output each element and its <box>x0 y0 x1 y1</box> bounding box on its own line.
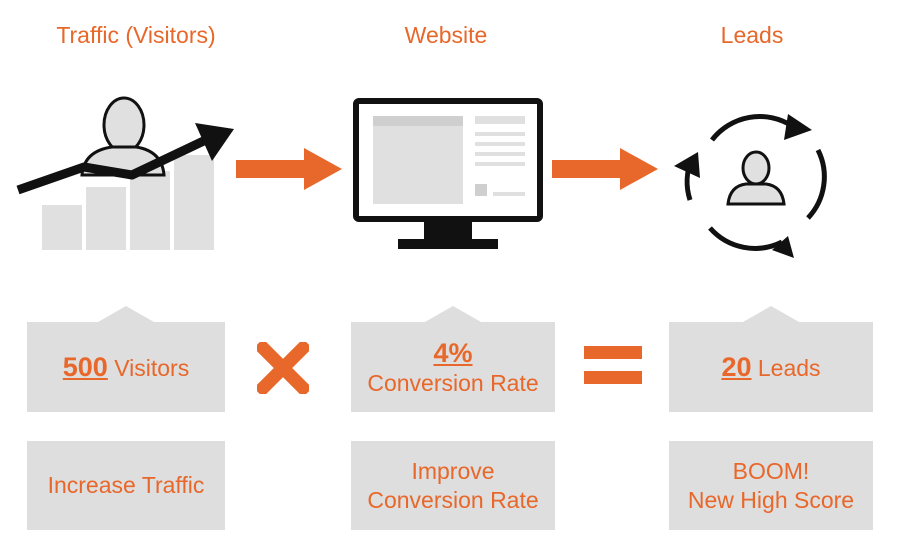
lead-cycle-icon <box>670 100 840 265</box>
increase-traffic-text: Increase Traffic <box>47 472 205 499</box>
leads-label: Leads <box>757 354 821 381</box>
increase-traffic-box: Increase Traffic <box>27 441 225 530</box>
equals-icon <box>584 346 642 391</box>
high-score-box: BOOM! New High Score <box>669 441 873 530</box>
website-title: Website <box>404 22 488 48</box>
flow-arrow-icon <box>236 148 342 195</box>
visitors-metric-box: 500 Visitors <box>27 306 225 412</box>
conversion-value: 4% <box>433 337 473 368</box>
visitors-label: Visitors <box>114 354 190 381</box>
leads-title: Leads <box>720 22 784 48</box>
visitors-value: 500 <box>62 351 108 382</box>
traffic-growth-icon <box>12 95 242 260</box>
leads-value: 20 <box>721 351 752 382</box>
improve-text: Improve <box>411 458 495 485</box>
leads-metric-box: 20 Leads <box>669 306 873 412</box>
traffic-title: Traffic (Visitors) <box>56 22 216 48</box>
conversion-metric-box: 4% Conversion Rate <box>351 306 555 412</box>
conversion-label: Conversion Rate <box>367 370 539 397</box>
conversion-rate-text: Conversion Rate <box>367 486 539 513</box>
flow-arrow-icon <box>552 148 658 195</box>
high-score-text: New High Score <box>687 486 855 513</box>
multiply-icon <box>253 338 313 399</box>
boom-text: BOOM! <box>732 458 810 485</box>
improve-conversion-box: Improve Conversion Rate <box>351 441 555 530</box>
monitor-icon <box>353 98 543 263</box>
